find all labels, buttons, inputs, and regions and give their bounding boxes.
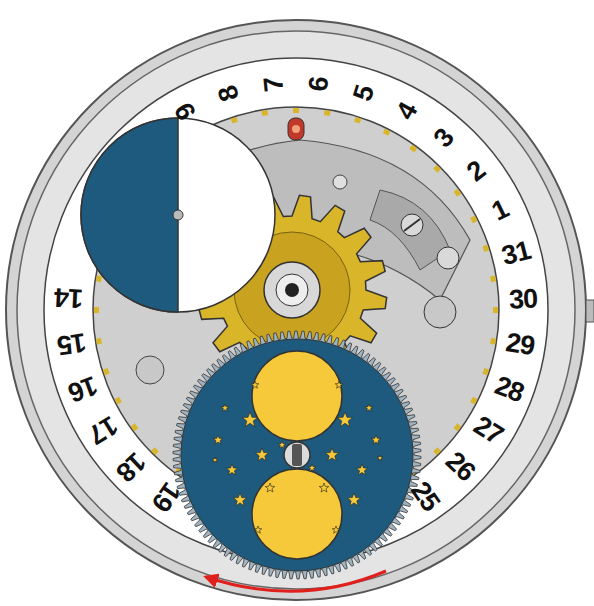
rotation-arrow — [206, 571, 386, 591]
star — [251, 381, 259, 388]
date-numeral: 29 — [504, 329, 536, 360]
ring-tooth — [433, 165, 441, 173]
star — [371, 435, 381, 444]
moon-disc-teeth — [173, 331, 421, 579]
date-numeral: 1 — [488, 195, 512, 225]
ring-tooth — [493, 307, 498, 313]
ring-tooth — [470, 397, 477, 405]
star — [365, 404, 373, 411]
star — [212, 457, 218, 462]
date-numeral: 8 — [214, 83, 244, 104]
date-numeral: 25 — [406, 477, 444, 515]
ring-tooth — [490, 338, 496, 345]
date-numeral: 3 — [429, 124, 459, 152]
star — [221, 404, 229, 411]
case-inner — [17, 31, 575, 589]
moon — [252, 351, 342, 441]
disc-pin — [173, 210, 183, 220]
moon-disc-gear — [173, 331, 421, 579]
wheel — [424, 296, 456, 328]
date-numeral: 27 — [469, 412, 507, 450]
date-numeral: 14 — [55, 284, 84, 312]
star — [325, 448, 338, 461]
ring-tooth — [324, 110, 331, 116]
star — [377, 455, 383, 460]
star — [233, 493, 246, 506]
case-ring — [6, 20, 586, 600]
ring-tooth — [131, 423, 139, 431]
indicator-disc — [81, 118, 275, 312]
screw-slot — [292, 444, 302, 466]
star — [255, 448, 268, 461]
star — [337, 412, 352, 426]
pin — [333, 175, 347, 189]
ring-tooth — [293, 108, 299, 113]
star — [226, 464, 237, 475]
screw — [284, 442, 310, 468]
date-numeral: 26 — [441, 447, 480, 486]
star — [213, 435, 223, 444]
ring-tooth — [470, 216, 477, 224]
date-numeral: 15 — [56, 328, 88, 359]
star — [254, 526, 262, 533]
date-numeral: 7 — [259, 76, 287, 93]
ring-tooth — [96, 275, 102, 282]
date-numeral: 31 — [499, 237, 533, 270]
star — [242, 412, 257, 426]
date-numeral: 30 — [508, 285, 537, 313]
date-numeral: 4 — [391, 99, 421, 124]
ring-tooth — [115, 397, 122, 405]
star — [356, 464, 367, 475]
ring-tooth — [454, 423, 462, 431]
screw-slot — [404, 219, 420, 231]
moon — [252, 469, 342, 559]
date-numeral: 5 — [349, 83, 379, 105]
star — [278, 441, 286, 448]
screw — [401, 214, 423, 236]
date-numeral: 6 — [305, 76, 333, 93]
ring-tooth — [383, 129, 391, 136]
star — [265, 483, 275, 492]
ring-tooth — [261, 110, 268, 116]
ring-tooth — [96, 338, 102, 345]
jewel — [288, 118, 304, 140]
wheel — [437, 247, 459, 269]
ring-tooth — [354, 117, 361, 124]
star — [347, 493, 360, 506]
ring-tooth — [433, 447, 441, 455]
moon-disc — [181, 339, 413, 571]
date-ring — [44, 58, 548, 562]
indicator-disc-half — [81, 118, 178, 312]
date-numeral: 19 — [147, 477, 185, 515]
date-numeral: 18 — [112, 447, 151, 486]
pinion-hole — [285, 283, 299, 297]
date-numeral: 17 — [84, 411, 122, 449]
ring-tooth — [103, 368, 110, 375]
ring-tooth — [151, 447, 159, 455]
pinion-hub — [276, 274, 308, 306]
date-numeral: 2 — [462, 156, 490, 186]
date-numeral: 16 — [65, 371, 101, 406]
star — [308, 464, 316, 471]
ring-tooth — [94, 307, 99, 313]
jewel-center — [292, 125, 300, 133]
date-numeral: 28 — [491, 372, 527, 407]
star — [332, 526, 340, 533]
crown-stem — [586, 300, 594, 322]
star — [335, 381, 343, 388]
wheel — [136, 356, 164, 384]
ring-tooth — [490, 275, 496, 282]
stars — [212, 381, 383, 533]
ring-tooth — [482, 368, 489, 375]
ring-tooth — [409, 145, 417, 153]
ring-tooth — [482, 245, 489, 252]
pinion — [264, 262, 320, 318]
ring-tooth — [454, 189, 462, 197]
star — [319, 483, 329, 492]
ring-tooth — [231, 117, 238, 124]
date-numeral: 9 — [171, 99, 201, 124]
